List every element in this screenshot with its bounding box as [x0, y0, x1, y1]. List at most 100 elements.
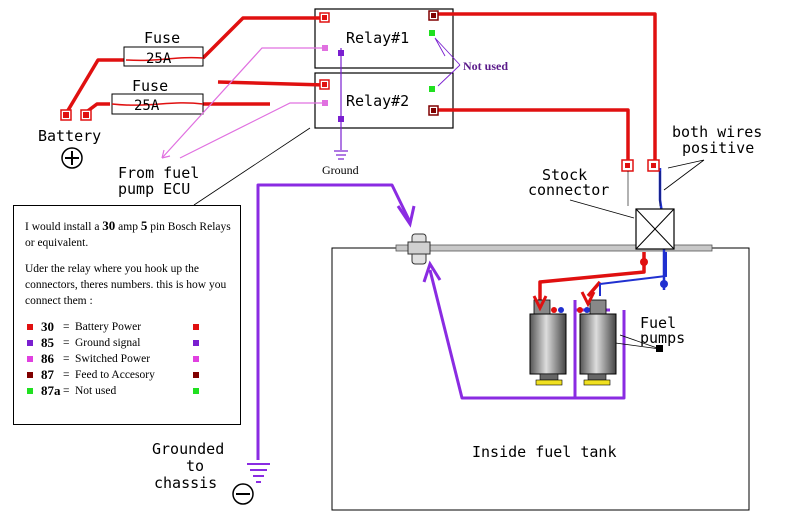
- legend-color-swatch: [27, 372, 33, 378]
- connector-lead-red: [640, 258, 648, 266]
- battery-label: Battery: [38, 127, 101, 145]
- note-paragraph-2: Uder the relay where you hook up the con…: [25, 263, 227, 307]
- leader-lines: [193, 127, 705, 350]
- connector-lead-blue: [660, 280, 668, 288]
- legend-color-swatch: [27, 340, 33, 346]
- pump2-feed-wire: [586, 280, 602, 298]
- from-ecu-label-2: pump ECU: [118, 180, 190, 198]
- pump2-ground-wire: [575, 310, 626, 400]
- grounded-label-2: to: [186, 457, 204, 475]
- chassis-ground-wire: [256, 183, 412, 460]
- tank-grommet: [407, 233, 431, 265]
- legend-description: Ground signal: [75, 337, 141, 349]
- stock-label-2: connector: [528, 181, 609, 199]
- pump2-positive-wire: [599, 252, 667, 296]
- ground-label: Ground: [322, 163, 359, 177]
- relay2-label: Relay#2: [346, 92, 409, 110]
- legend-pin-number: 85: [41, 335, 54, 350]
- installation-note: I would install a 30 amp 5 pin Bosch Rel…: [13, 205, 241, 425]
- legend-color-swatch-right: [193, 372, 199, 378]
- tank-ground-wire: [428, 269, 577, 400]
- legend-row: 87a= Not used: [25, 383, 232, 399]
- relay2-pin-87a: [429, 86, 435, 92]
- legend-color-swatch-right: [193, 388, 199, 394]
- legend-description: Battery Power: [75, 321, 142, 333]
- legend-pin-number: 87: [41, 367, 54, 382]
- ground-arrow-2: [422, 260, 442, 283]
- relay1-label: Relay#1: [346, 29, 409, 47]
- fuel-pumps-label-1: Fuel: [640, 314, 676, 332]
- fuse2-to-relay2-wire: [217, 80, 326, 87]
- fuel-pumps-leader: [607, 334, 661, 350]
- relay1-pin-86: [322, 45, 328, 51]
- legend-row: 87 = Feed to Accesory: [25, 367, 232, 383]
- fuse1-rating: 25A: [146, 51, 172, 67]
- relay1-pin-85: [338, 50, 344, 56]
- pump2-feed-arrow: [580, 291, 596, 308]
- both-wires-label-1: both wires: [672, 123, 762, 141]
- fuel-pumps-label-2: pumps: [640, 329, 685, 347]
- legend-description: Switched Power: [75, 353, 151, 365]
- legend-color-swatch-right: [193, 324, 199, 330]
- not-used-label: Not used: [463, 59, 508, 73]
- legend-row: 30=Battery Power: [25, 319, 232, 335]
- relay-1-box: [314, 8, 454, 69]
- note-text: I would install a: [25, 221, 103, 233]
- stock-label-1: Stock: [542, 166, 587, 184]
- relay2-pin-86: [322, 100, 328, 106]
- fuse1-to-relay1-wire: [201, 16, 325, 60]
- grounded-label-3: chassis: [154, 474, 217, 492]
- pump1-feed-arrow: [532, 295, 548, 312]
- note-text: amp: [115, 221, 141, 233]
- fuse2-rating: 25A: [134, 98, 160, 114]
- fuel-pump-2: [577, 299, 617, 386]
- relay-terminals: [319, 10, 439, 122]
- not-used-leader-2: [437, 64, 461, 87]
- legend-pin-number: 86: [41, 351, 54, 366]
- ecu-arrow-icon: [161, 149, 171, 159]
- ecu-wire-relay2: [179, 102, 325, 159]
- fuel-pump-1: [529, 299, 567, 386]
- relay1-pin-87a: [429, 30, 435, 36]
- legend-equals: =: [63, 353, 70, 365]
- both-wires-leader: [663, 159, 705, 191]
- chassis-negative-icon: [232, 483, 254, 505]
- stock-leader: [569, 199, 635, 219]
- legend-row: 85 = Ground signal: [25, 335, 232, 351]
- note-amp-value: 30: [102, 218, 116, 233]
- fuse2-label: Fuse: [132, 77, 168, 95]
- stock-connector: [621, 159, 675, 288]
- legend-equals: =: [63, 385, 70, 397]
- fuse1-label: Fuse: [144, 29, 180, 47]
- tank-label: Inside fuel tank: [472, 443, 617, 461]
- battery-positive-icon: [61, 147, 83, 169]
- legend-equals: =: [63, 369, 70, 381]
- fuel-pumps-marker: [656, 345, 663, 352]
- from-ecu-label-1: From fuel: [118, 164, 199, 182]
- relay1-to-connector-wire: [434, 12, 657, 168]
- both-wires-label-2: positive: [682, 139, 754, 157]
- legend-color-swatch: [27, 356, 33, 362]
- battery-to-fuse1-wire: [65, 58, 126, 113]
- legend-equals: =: [63, 337, 70, 349]
- note-pin-value: 5: [140, 218, 148, 233]
- ground-symbol-icon: [334, 150, 348, 160]
- legend-equals: =: [63, 321, 70, 333]
- note-paragraph-1: I would install a 30 amp 5 pin Bosch Rel…: [25, 218, 232, 251]
- relay2-to-connector-wire: [434, 108, 630, 168]
- grounded-label-1: Grounded: [152, 440, 224, 458]
- legend-color-swatch: [27, 324, 33, 330]
- relay-2-box: [314, 72, 454, 129]
- legend-color-swatch-right: [193, 340, 199, 346]
- ground-arrow-1: [396, 205, 416, 228]
- mounting-rod: [395, 244, 713, 252]
- legend-description: Feed to Accesory: [75, 369, 155, 381]
- legend-pin-number: 87a: [41, 383, 61, 398]
- legend-description: Not used: [75, 385, 117, 397]
- relay2-pin-85: [338, 116, 344, 122]
- fuse-1: [123, 46, 204, 67]
- ecu-signal-wires: [161, 47, 325, 159]
